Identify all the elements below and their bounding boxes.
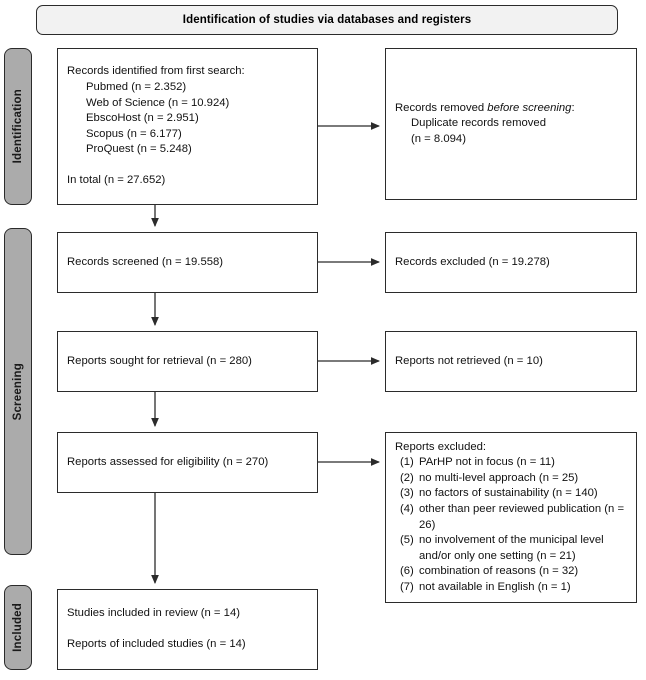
- exclusion-reason-text: combination of reasons (n = 32): [419, 565, 579, 578]
- exclusion-reason-item: (5) no involvement of the municipal level…: [395, 533, 627, 564]
- records-screened-text: Records screened (n = 19.558): [67, 255, 224, 268]
- box-reports-sought: Reports sought for retrieval (n = 280): [57, 331, 318, 392]
- exclusion-reason-number: (1): [400, 456, 414, 469]
- exclusion-reason-text: other than peer reviewed publication (n …: [419, 502, 625, 531]
- reports-eligibility-text: Reports assessed for eligibility (n = 27…: [67, 455, 269, 468]
- stage-label-included: Included: [12, 603, 24, 652]
- studies-included-text: Studies included in review (n = 14): [67, 607, 241, 620]
- stage-bar-included: Included: [4, 585, 32, 670]
- exclusion-reason-text: not available in English (n = 1): [419, 580, 571, 593]
- box-records-identified: Records identified from first search: Pu…: [57, 48, 318, 205]
- exclusion-reason-text: no factors of sustainability (n = 140): [419, 487, 598, 500]
- diagram-title: Identification of studies via databases …: [182, 14, 472, 26]
- exclusion-reason-number: (7): [400, 580, 414, 593]
- exclusion-reason-number: (2): [400, 471, 414, 484]
- exclusion-reason-item: (1) PArHP not in focus (n = 11): [395, 455, 627, 471]
- exclusion-reason-number: (6): [400, 565, 414, 578]
- records-removed-title-italic: before screening: [487, 101, 572, 114]
- stage-bar-identification: Identification: [4, 48, 32, 205]
- exclusion-reason-number: (4): [400, 502, 414, 515]
- stage-label-screening: Screening: [12, 362, 24, 421]
- stage-bar-screening: Screening: [4, 228, 32, 555]
- exclusion-reason-list: (1) PArHP not in focus (n = 11) (2) no mult…: [395, 455, 627, 595]
- duplicate-records-removed: Duplicate records removed: [411, 117, 546, 130]
- exclusion-reason-item: (3) no factors of sustainability (n = 140…: [395, 486, 627, 502]
- box-records-excluded: Records excluded (n = 19.278): [385, 232, 637, 293]
- source-proquest: ProQuest (n = 5.248): [86, 143, 192, 156]
- box-studies-included: Studies included in review (n = 14) Repo…: [57, 589, 318, 670]
- box-spacer: [67, 622, 308, 637]
- exclusion-reason-item: (6) combination of reasons (n = 32): [395, 564, 627, 580]
- source-web-of-science: Web of Science (n = 10.924): [86, 96, 230, 109]
- reports-sought-text: Reports sought for retrieval (n = 280): [67, 354, 252, 367]
- duplicate-records-count: (n = 8.094): [411, 132, 466, 145]
- diagram-header-banner: Identification of studies via databases …: [36, 5, 618, 35]
- records-removed-title-prefix: Records removed: [395, 101, 488, 114]
- box-records-removed: Records removed before screening: Duplic…: [385, 48, 637, 200]
- box-spacer: [67, 158, 308, 173]
- box-reports-excluded: Reports excluded: (1) PArHP not in focus …: [385, 432, 637, 603]
- records-removed-title: Records removed before screening:: [395, 101, 627, 117]
- source-ebscohost: EbscoHost (n = 2.951): [86, 112, 199, 125]
- box-reports-not-retrieved: Reports not retrieved (n = 10): [385, 331, 637, 392]
- exclusion-reason-text: no multi-level approach (n = 25): [419, 471, 579, 484]
- exclusion-reason-item: (2) no multi-level approach (n = 25): [395, 471, 627, 487]
- exclusion-reason-text: PArHP not in focus (n = 11): [419, 456, 555, 469]
- box-reports-assessed-eligibility: Reports assessed for eligibility (n = 27…: [57, 432, 318, 493]
- exclusion-reason-number: (5): [400, 534, 414, 547]
- exclusion-reason-number: (3): [400, 487, 414, 500]
- source-scopus: Scopus (n = 6.177): [86, 127, 182, 140]
- box-records-screened: Records screened (n = 19.558): [57, 232, 318, 293]
- exclusion-reason-item: (4) other than peer reviewed publication …: [395, 502, 627, 533]
- records-identified-total: In total (n = 27.652): [67, 173, 166, 186]
- source-pubmed: Pubmed (n = 2.352): [86, 81, 187, 94]
- reports-included-text: Reports of included studies (n = 14): [67, 638, 246, 650]
- reports-not-retrieved-text: Reports not retrieved (n = 10): [395, 354, 543, 367]
- exclusion-reason-item: (7) not available in English (n = 1): [395, 580, 627, 596]
- records-removed-title-suffix: :: [571, 101, 575, 114]
- records-excluded-text: Records excluded (n = 19.278): [395, 255, 550, 268]
- records-identified-title: Records identified from first search:: [67, 65, 245, 78]
- reports-excluded-title: Reports excluded:: [395, 440, 487, 453]
- stage-label-identification: Identification: [12, 89, 24, 164]
- exclusion-reason-text: no involvement of the municipal level an…: [419, 534, 604, 562]
